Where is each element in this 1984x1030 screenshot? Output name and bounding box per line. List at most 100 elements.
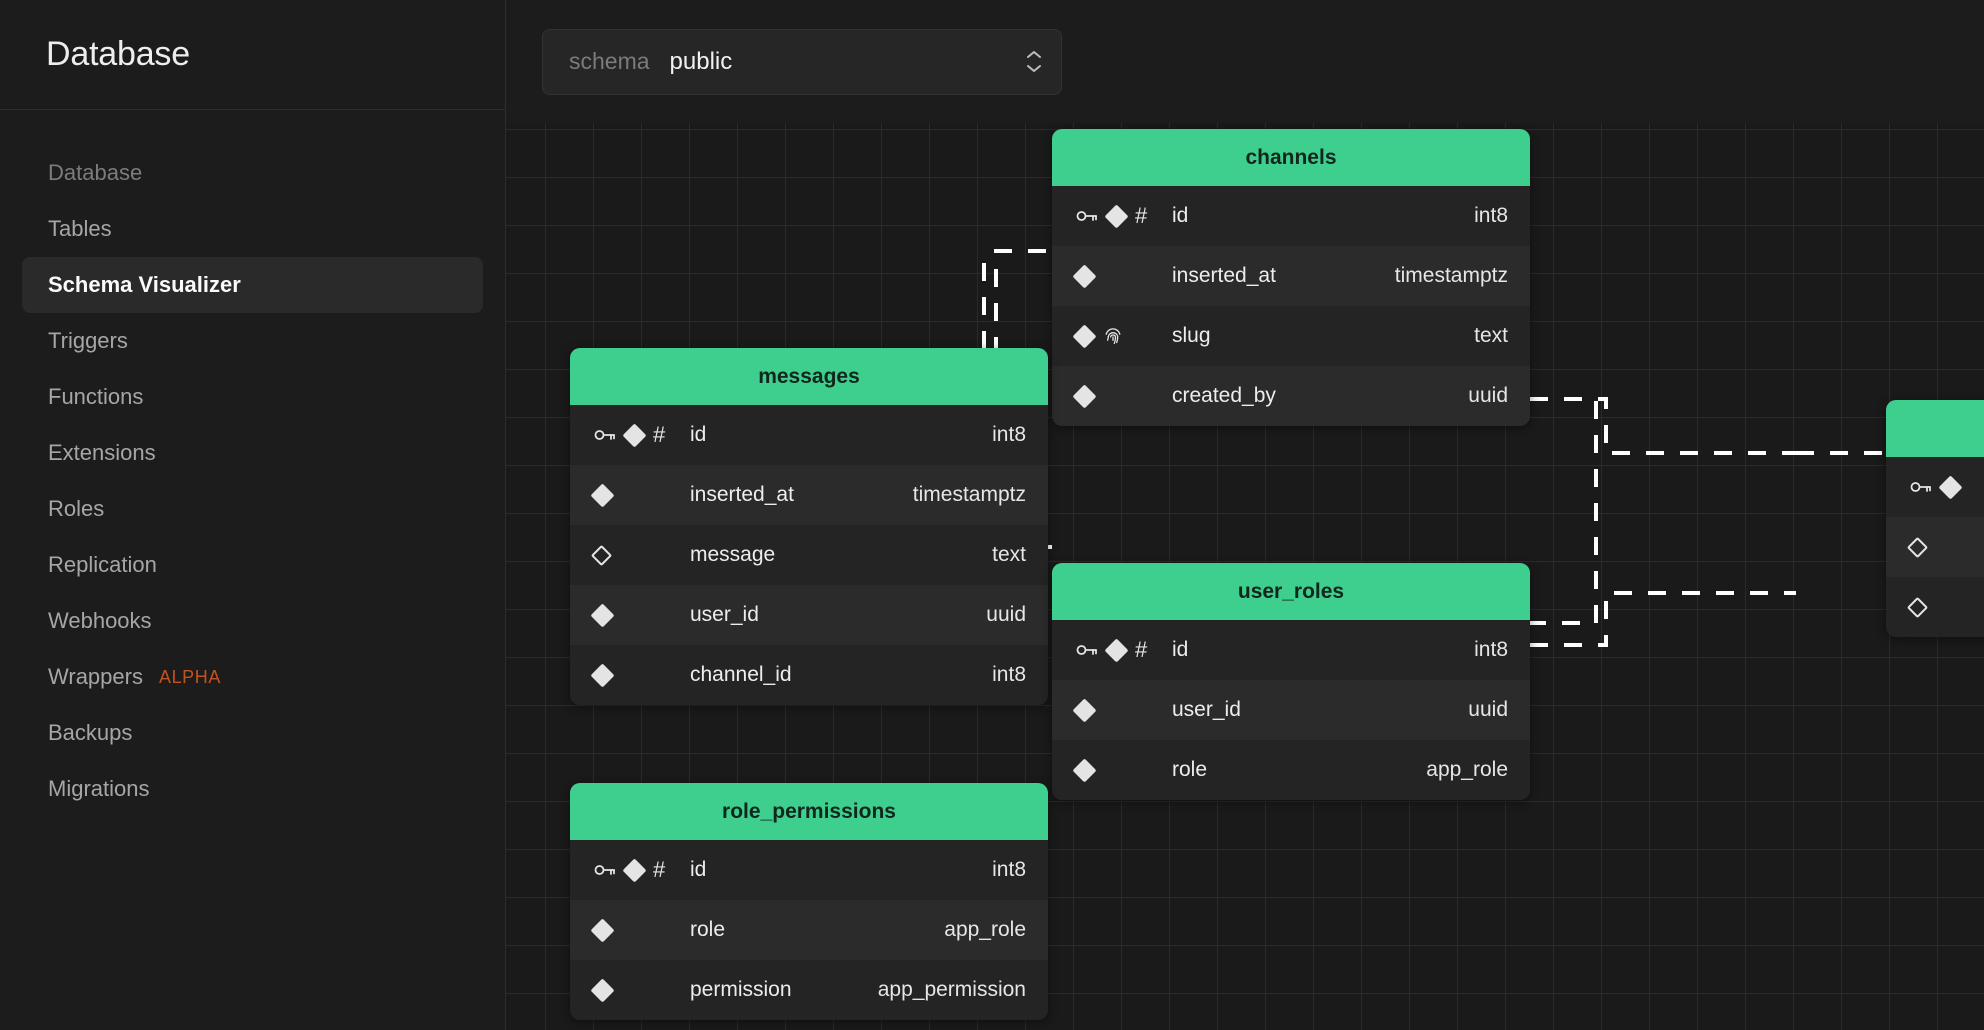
not-null-diamond-icon [1072,697,1097,723]
sidebar-item-roles[interactable]: Roles [22,481,483,537]
sidebar-item-tables[interactable]: Tables [22,201,483,257]
not-null-diamond-icon [1072,323,1097,349]
column-icons [590,482,690,508]
table-node-title: messages [570,348,1048,405]
table-column-row[interactable]: message text [570,525,1048,585]
sidebar-item-label: Migrations [48,776,150,801]
column-icons [1072,383,1172,409]
column-name: role [690,918,726,941]
table-column-row[interactable]: role app_role [570,900,1048,960]
column-name: id [1172,638,1189,661]
table-column-row[interactable]: inserted_at timestamptz [570,465,1048,525]
column-type: app_role [1426,758,1508,781]
primary-key-icon [594,862,616,878]
sidebar-item-schema-visualizer[interactable]: Schema Visualizer [22,257,483,313]
relationship-edge [1530,397,1796,455]
schema-select[interactable]: schema public [542,28,1062,95]
sidebar-item-migrations[interactable]: Migrations [22,761,483,817]
column-name: inserted_at [690,483,794,506]
primary-key-icon [1076,642,1098,658]
identity-hash-icon: # [653,857,666,882]
column-icons [590,977,690,1003]
relationship-edge [1530,591,1796,647]
column-type: uuid [1468,698,1508,721]
column-type: uuid [1468,384,1508,407]
table-node-title: role_permissions [570,783,1048,840]
column-icons [1910,474,1984,500]
nullable-diamond-icon [1906,536,1929,558]
table-node-title [1886,400,1984,457]
table-column-row[interactable]: id [1886,457,1984,517]
column-icons [590,917,690,943]
sidebar-item-label: Triggers [48,328,128,353]
not-null-diamond-icon [622,422,647,448]
column-name: user_id [1172,698,1241,721]
sidebar-item-label: Functions [48,384,144,409]
not-null-diamond-icon [590,482,615,508]
unique-fingerprint-icon [1103,326,1123,346]
sidebar-item-label: Replication [48,552,157,577]
not-null-diamond-icon [590,977,615,1003]
column-icons [1072,697,1172,723]
column-name: slug [1172,324,1211,347]
sidebar-item-extensions[interactable]: Extensions [22,425,483,481]
column-type: int8 [1474,638,1508,661]
column-type: timestamptz [912,483,1026,506]
column-name: message [690,543,776,566]
not-null-diamond-icon [1072,757,1097,783]
sidebar-item-backups[interactable]: Backups [22,705,483,761]
table-column-row[interactable]: use [1886,517,1984,577]
column-icons [1072,757,1172,783]
sidebar-item-database[interactable]: Database [22,145,483,201]
column-type: text [992,543,1026,566]
column-type: app_permission [877,978,1026,1001]
not-null-diamond-icon [590,917,615,943]
sidebar-item-label: Wrappers [48,664,143,689]
column-icons [590,544,690,566]
chevron-up-down-icon[interactable] [1025,50,1043,73]
identity-hash-icon: # [653,422,666,447]
column-type: int8 [1474,204,1508,227]
column-icons [1906,536,1984,558]
not-null-diamond-icon [590,602,615,628]
sidebar-item-webhooks[interactable]: Webhooks [22,593,483,649]
column-icons [590,602,690,628]
table-column-row[interactable]: permission app_permission [570,960,1048,1020]
sidebar-item-functions[interactable]: Functions [22,369,483,425]
column-name: permission [690,978,792,1001]
column-name: id [690,858,707,881]
table-column-row[interactable]: # id int8 [570,840,1048,900]
table-column-row[interactable]: user_id uuid [1052,680,1530,740]
table-column-row[interactable]: sta [1886,577,1984,637]
table-node-users[interactable]: idusesta [1886,400,1984,637]
sidebar-item-label: Schema Visualizer [48,272,241,297]
column-type: int8 [992,663,1026,686]
not-null-diamond-icon [1104,203,1129,229]
sidebar-item-label: Database [48,160,143,185]
column-type: int8 [992,858,1026,881]
column-type: app_role [944,918,1026,941]
sidebar-item-triggers[interactable]: Triggers [22,313,483,369]
sidebar-item-replication[interactable]: Replication [22,537,483,593]
not-null-diamond-icon [1072,383,1097,409]
schema-select-label: schema [569,48,650,74]
sidebar-item-label: Extensions [48,440,156,465]
column-name: id [1172,204,1189,227]
nullable-diamond-icon [590,544,613,566]
